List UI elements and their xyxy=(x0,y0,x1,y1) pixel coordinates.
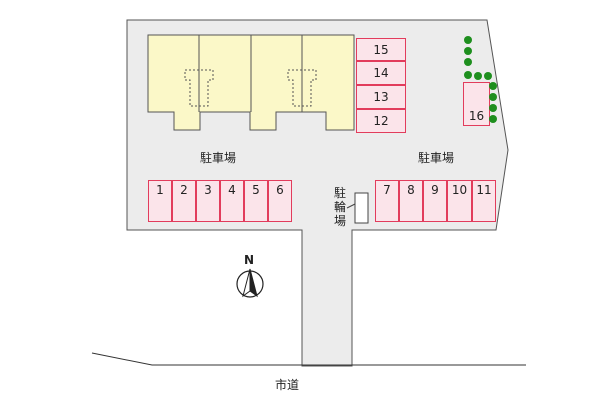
bicycle-parking-box xyxy=(354,192,369,224)
tree-icon xyxy=(489,115,497,123)
parking-lot-label-right: 駐車場 xyxy=(418,151,455,165)
parking-space: 8 xyxy=(399,180,423,222)
tree-icon xyxy=(489,93,497,101)
parking-space: 6 xyxy=(268,180,292,222)
tree-icon xyxy=(464,36,472,44)
tree-icon xyxy=(464,47,472,55)
parking-space: 1 xyxy=(148,180,172,222)
north-label: N xyxy=(244,253,255,267)
parking-space: 3 xyxy=(196,180,220,222)
tree-icon xyxy=(484,72,492,80)
parking-space: 4 xyxy=(220,180,244,222)
unit-dividers xyxy=(198,35,303,112)
north-arrow-icon xyxy=(236,268,264,298)
bicycle-parking-label: 駐輪場 xyxy=(333,186,346,228)
parking-lot-label-left: 駐車場 xyxy=(200,151,237,165)
road-label: 市道 xyxy=(275,378,300,392)
stair-outline xyxy=(184,69,317,107)
tree-icon xyxy=(464,58,472,66)
parking-space: 14 xyxy=(356,61,406,85)
tree-icon xyxy=(489,104,497,112)
bicycle-parking-leader xyxy=(346,203,356,209)
tree-icon xyxy=(474,72,482,80)
parking-space: 7 xyxy=(375,180,399,222)
parking-space: 10 xyxy=(447,180,472,222)
parking-space: 2 xyxy=(172,180,196,222)
parking-space: 11 xyxy=(472,180,496,222)
tree-icon xyxy=(489,82,497,90)
parking-space: 12 xyxy=(356,109,406,133)
parking-space: 15 xyxy=(356,38,406,61)
road-edge-line xyxy=(91,352,526,366)
parking-space: 9 xyxy=(423,180,447,222)
parking-space: 16 xyxy=(463,82,490,126)
parking-space: 5 xyxy=(244,180,268,222)
tree-icon xyxy=(464,71,472,79)
parking-space: 13 xyxy=(356,85,406,109)
